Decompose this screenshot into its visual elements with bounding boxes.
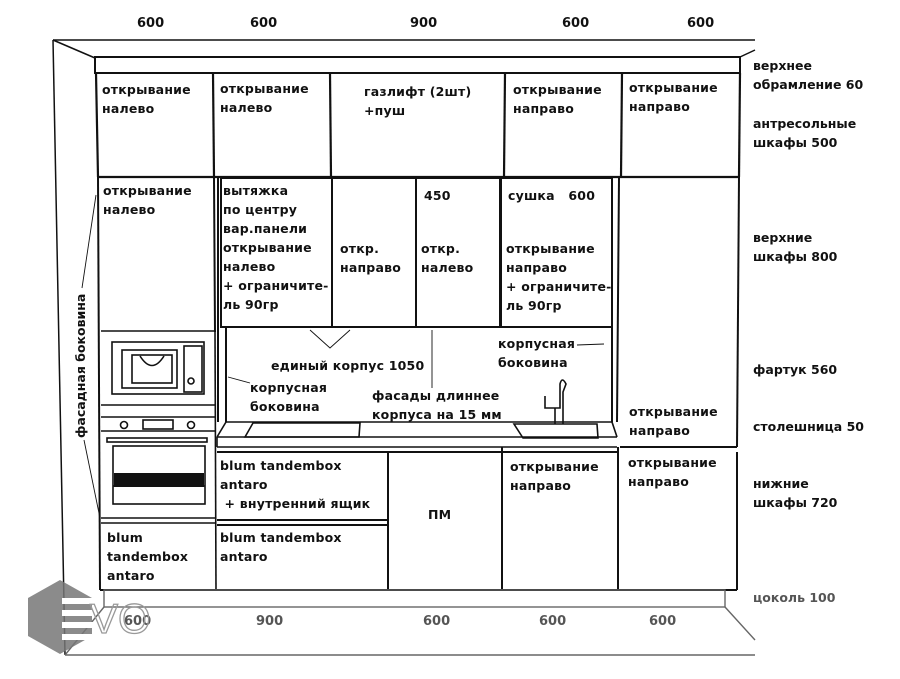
mezz-2-text: открывание налево [220,81,309,115]
microwave [111,341,205,395]
label-plinth: цоколь 100 [753,590,836,605]
leader-lines [81,194,605,519]
hob [243,422,361,438]
appliance-column [101,330,217,591]
faucet [544,379,567,424]
dryer-text: открывание направо + ограничите- ль 90гр [506,241,612,313]
bottom-dim-2: 900 [256,614,284,629]
mezz-3-text: газлифт (2шт) +пуш [364,84,472,118]
upper-c4-text: откр. налево [421,241,474,275]
top-dim-4: 600 [562,16,590,31]
mezz-1-text: открывание налево [102,82,191,116]
countertop [216,379,618,448]
facades-longer-note: фасады длиннее корпуса на 15 мм [372,388,502,422]
label-lower: нижние шкафы 720 [753,476,838,510]
lower-c4-text: открывание направо [510,459,599,493]
top-dim-2: 600 [250,16,278,31]
bottom-dim-1: 600 [124,614,152,629]
label-countertop: столешница 50 [753,419,864,434]
top-frame [94,56,741,74]
label-mezzanine: антресольные шкафы 500 [753,116,857,150]
label-top-frame: верхнее обрамление 60 [753,58,864,92]
upper-hood-text: вытяжка по центру вар.панели открывание … [223,183,329,312]
body-side-left-note: корпусная боковина [250,380,328,414]
top-dim-5: 600 [687,16,715,31]
single-body-note: единый корпус 1050 [271,358,425,373]
left-drawer-text: blum tandembox antaro [107,530,189,583]
upper-c3-text: откр. направо [340,241,401,275]
left-wall-line [52,39,66,656]
bottom-dim-4: 600 [539,614,567,629]
evo-logo-text: VO [90,595,151,642]
top-dim-1: 600 [137,16,165,31]
dishwasher-text: ПМ [428,507,452,522]
label-upper: верхние шкафы 800 [753,230,838,264]
bottom-dim-3: 600 [423,614,451,629]
lower-c5-text: открывание направо [628,455,717,489]
oven [106,437,208,443]
drawer-top-text: blum tandembox antaro + внутренний ящик [220,458,371,511]
mezz-4-text: открывание направо [513,82,602,116]
dryer-title: сушка 600 [508,188,596,203]
tall-right-text: открывание направо [629,404,718,438]
upper-left-text: открывание налево [103,183,192,217]
label-backsplash: фартук 560 [753,362,838,377]
drawer-bottom-text: blum tandembox antaro [220,530,342,564]
evo-logo: VO [28,580,151,654]
bottom-dim-5: 600 [649,614,677,629]
body-side-right-note: корпусная боковина [498,336,576,370]
mezz-5-text: открывание направо [629,80,718,114]
upper-c4-size: 450 [424,188,451,203]
sink [512,423,599,439]
upper-cabinets [97,176,740,591]
top-dim-3: 900 [410,16,438,31]
facade-side-note: фасадная боковина [73,293,88,438]
